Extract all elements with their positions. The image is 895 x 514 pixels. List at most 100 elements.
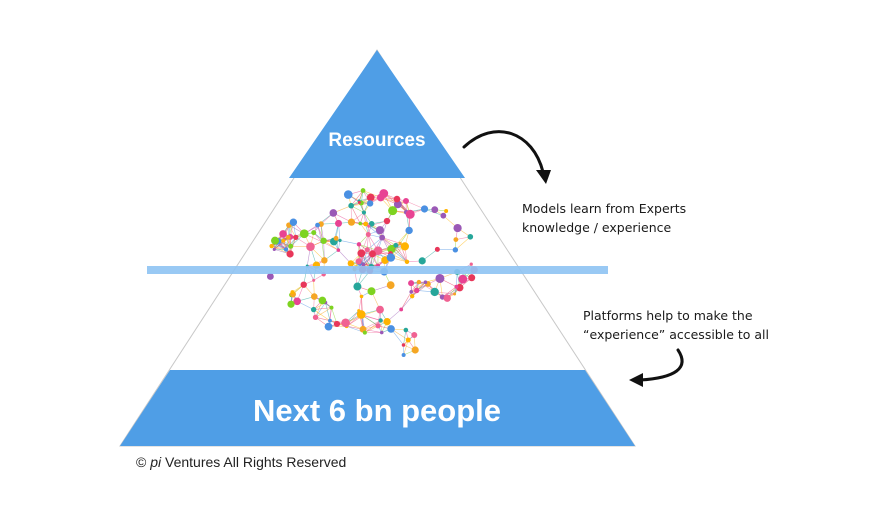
network-node [361,210,367,215]
network-node [399,307,404,312]
network-node [310,306,317,313]
network-node [366,200,374,207]
network-node [379,330,384,335]
pyramid-top-tier [289,50,465,178]
network-node [375,323,381,329]
network-node [318,296,327,305]
network-node [328,318,332,323]
network-node [266,273,274,280]
network-node [363,221,369,227]
network-node [359,294,364,299]
network-node [453,292,457,296]
network-node [430,287,439,297]
network-node [393,242,399,248]
network-node [404,259,410,265]
network-node [423,280,428,285]
network-node [362,330,367,335]
network-node [388,206,398,216]
network-node [378,318,383,323]
network-node [386,253,396,262]
annotation-models-learn: Models learn from Experts knowledge / ex… [522,201,687,235]
network-node [403,198,410,205]
network-node [279,230,287,238]
network-node [357,200,361,204]
network-node [409,293,415,299]
network-node [387,325,395,333]
network-node [357,249,366,258]
network-node [333,235,339,241]
network-node [405,209,415,219]
network-node [386,281,395,290]
pyramid-bottom-tier [120,370,635,446]
network-node [336,248,341,252]
network-node [356,310,366,319]
horizontal-band [147,266,608,274]
network-node [379,234,386,241]
network-node [312,278,316,282]
network-node [453,237,459,243]
network-node [293,297,301,306]
network-node [454,284,459,289]
network-node [356,242,362,247]
network-node [365,231,371,237]
network-node [343,190,353,199]
network-node [361,262,366,267]
network-node [288,243,294,249]
neural-network-brain-icon [266,188,478,357]
network-node [468,274,476,282]
copyright-brand: pi [150,454,162,470]
network-node [376,193,385,202]
network-node [400,242,409,251]
network-node [467,233,474,240]
network-node [269,243,274,249]
network-node [367,224,371,228]
copyright-symbol: © [136,454,147,470]
network-node [401,343,406,347]
network-node [411,332,418,338]
network-node [373,246,383,256]
network-node [393,200,402,209]
network-node [435,273,445,283]
network-node [289,218,298,226]
network-node [376,305,384,314]
network-node [348,202,354,209]
network-node [440,212,447,219]
network-node [405,226,413,235]
network-node [368,221,375,227]
copyright-notice: © pi Ventures All Rights Reserved [136,454,346,470]
network-node [360,188,366,193]
network-node [368,250,376,258]
network-node [310,293,318,300]
network-node [367,287,376,296]
annotation-platforms-help: Platforms help to make the “experience” … [583,308,769,342]
network-node [306,242,315,251]
network-node [347,218,356,226]
network-node [281,238,286,243]
network-node [333,320,341,328]
network-node [403,327,409,333]
network-node [420,205,429,213]
network-node [341,318,350,328]
network-node [469,262,473,266]
network-node [375,226,385,235]
network-node [405,337,411,343]
network-node [383,217,391,225]
bottom-tier-label: Next 6 bn people [253,393,501,428]
network-node [271,236,280,245]
network-node [321,257,328,264]
top-tier-label: Resources [328,130,425,151]
network-node [358,221,363,226]
copyright-text: Ventures All Rights Reserved [165,454,347,470]
network-node [324,322,333,331]
network-node [444,208,449,213]
network-node [320,237,327,244]
network-node [452,247,459,253]
network-node [431,206,439,214]
network-node [283,247,289,252]
network-node [335,219,343,227]
network-node [409,290,414,294]
network-node [383,317,391,326]
network-node [329,209,338,217]
network-node [338,238,342,243]
